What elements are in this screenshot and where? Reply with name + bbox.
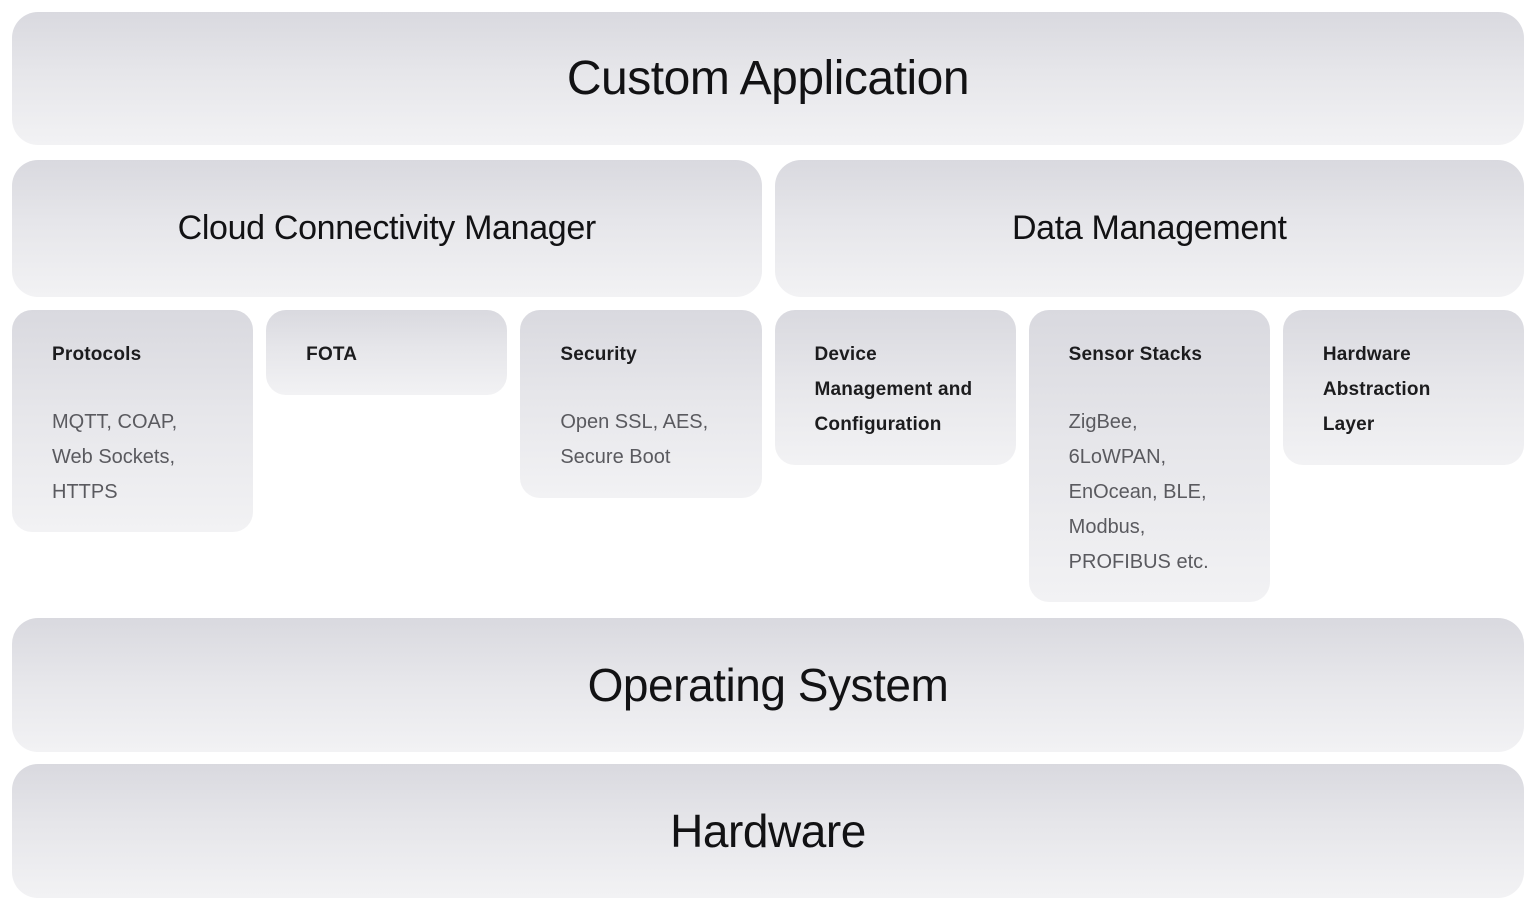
- layer-cloud-connectivity-manager: Cloud Connectivity Manager: [12, 160, 762, 297]
- module-hardware-abstraction-layer-title: Hardware Abstraction Layer: [1322, 344, 1431, 435]
- layer-data-management-label: Data Management: [1011, 209, 1287, 247]
- layer-custom-application: Custom Application: [12, 12, 1524, 145]
- module-security: Security Open SSL, AES, Secure Boot: [520, 310, 762, 498]
- layer-cloud-connectivity-manager-label: Cloud Connectivity Manager: [177, 209, 597, 247]
- module-protocols: Protocols MQTT, COAP, Web Sockets, HTTPS: [12, 310, 254, 532]
- layer-hardware-label: Hardware: [670, 805, 866, 857]
- module-device-management: Device Management and Configuration: [774, 310, 1016, 465]
- module-fota: FOTA: [266, 310, 508, 395]
- module-protocols-items: MQTT, COAP, Web Sockets, HTTPS: [52, 411, 178, 503]
- layer-custom-application-label: Custom Application: [566, 52, 970, 105]
- layer-operating-system-label: Operating System: [587, 659, 949, 711]
- module-sensor-stacks: Sensor Stacks ZigBee, 6LoWPAN, EnOcean, …: [1028, 310, 1270, 602]
- layer-data-management: Data Management: [774, 160, 1524, 297]
- module-security-title: Security: [560, 344, 637, 365]
- module-device-management-title: Device Management and Configuration: [814, 344, 973, 435]
- module-security-items: Open SSL, AES, Secure Boot: [560, 411, 709, 468]
- layer-hardware: Hardware: [12, 764, 1524, 898]
- modules-row: Protocols MQTT, COAP, Web Sockets, HTTPS…: [12, 310, 1524, 602]
- module-hardware-abstraction-layer: Hardware Abstraction Layer: [1282, 310, 1524, 465]
- module-protocols-title: Protocols: [52, 344, 142, 365]
- middleware-row: Cloud Connectivity Manager Data Manageme…: [12, 160, 1524, 297]
- module-sensor-stacks-items: ZigBee, 6LoWPAN, EnOcean, BLE, Modbus, P…: [1068, 411, 1209, 573]
- layer-operating-system: Operating System: [12, 618, 1524, 752]
- module-fota-title: FOTA: [306, 344, 358, 365]
- module-sensor-stacks-title: Sensor Stacks: [1068, 344, 1203, 365]
